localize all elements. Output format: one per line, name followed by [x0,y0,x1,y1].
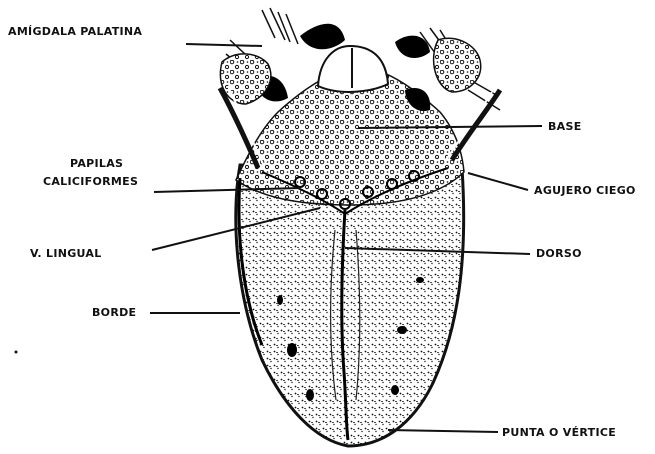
leader-punta [388,430,498,432]
right-pillar [452,90,500,160]
label-base: BASE [548,120,582,134]
stray-dot [15,351,18,354]
label-borde: BORDE [92,306,136,320]
leader-agujero [468,173,528,190]
label-dorso: DORSO [536,247,582,261]
label-papilas-line2: CALICIFORMES [43,175,138,189]
leader-amigdala [186,44,262,46]
label-papilas-line1: PAPILAS [70,157,123,171]
label-v-lingual: V. LINGUAL [30,247,102,261]
right-tonsil [434,38,481,92]
label-amigdala-palatina: AMÍGDALA PALATINA [8,25,142,39]
label-agujero-ciego: AGUJERO CIEGO [534,184,636,198]
label-punta-o-vertice: PUNTA O VÉRTICE [502,426,616,440]
